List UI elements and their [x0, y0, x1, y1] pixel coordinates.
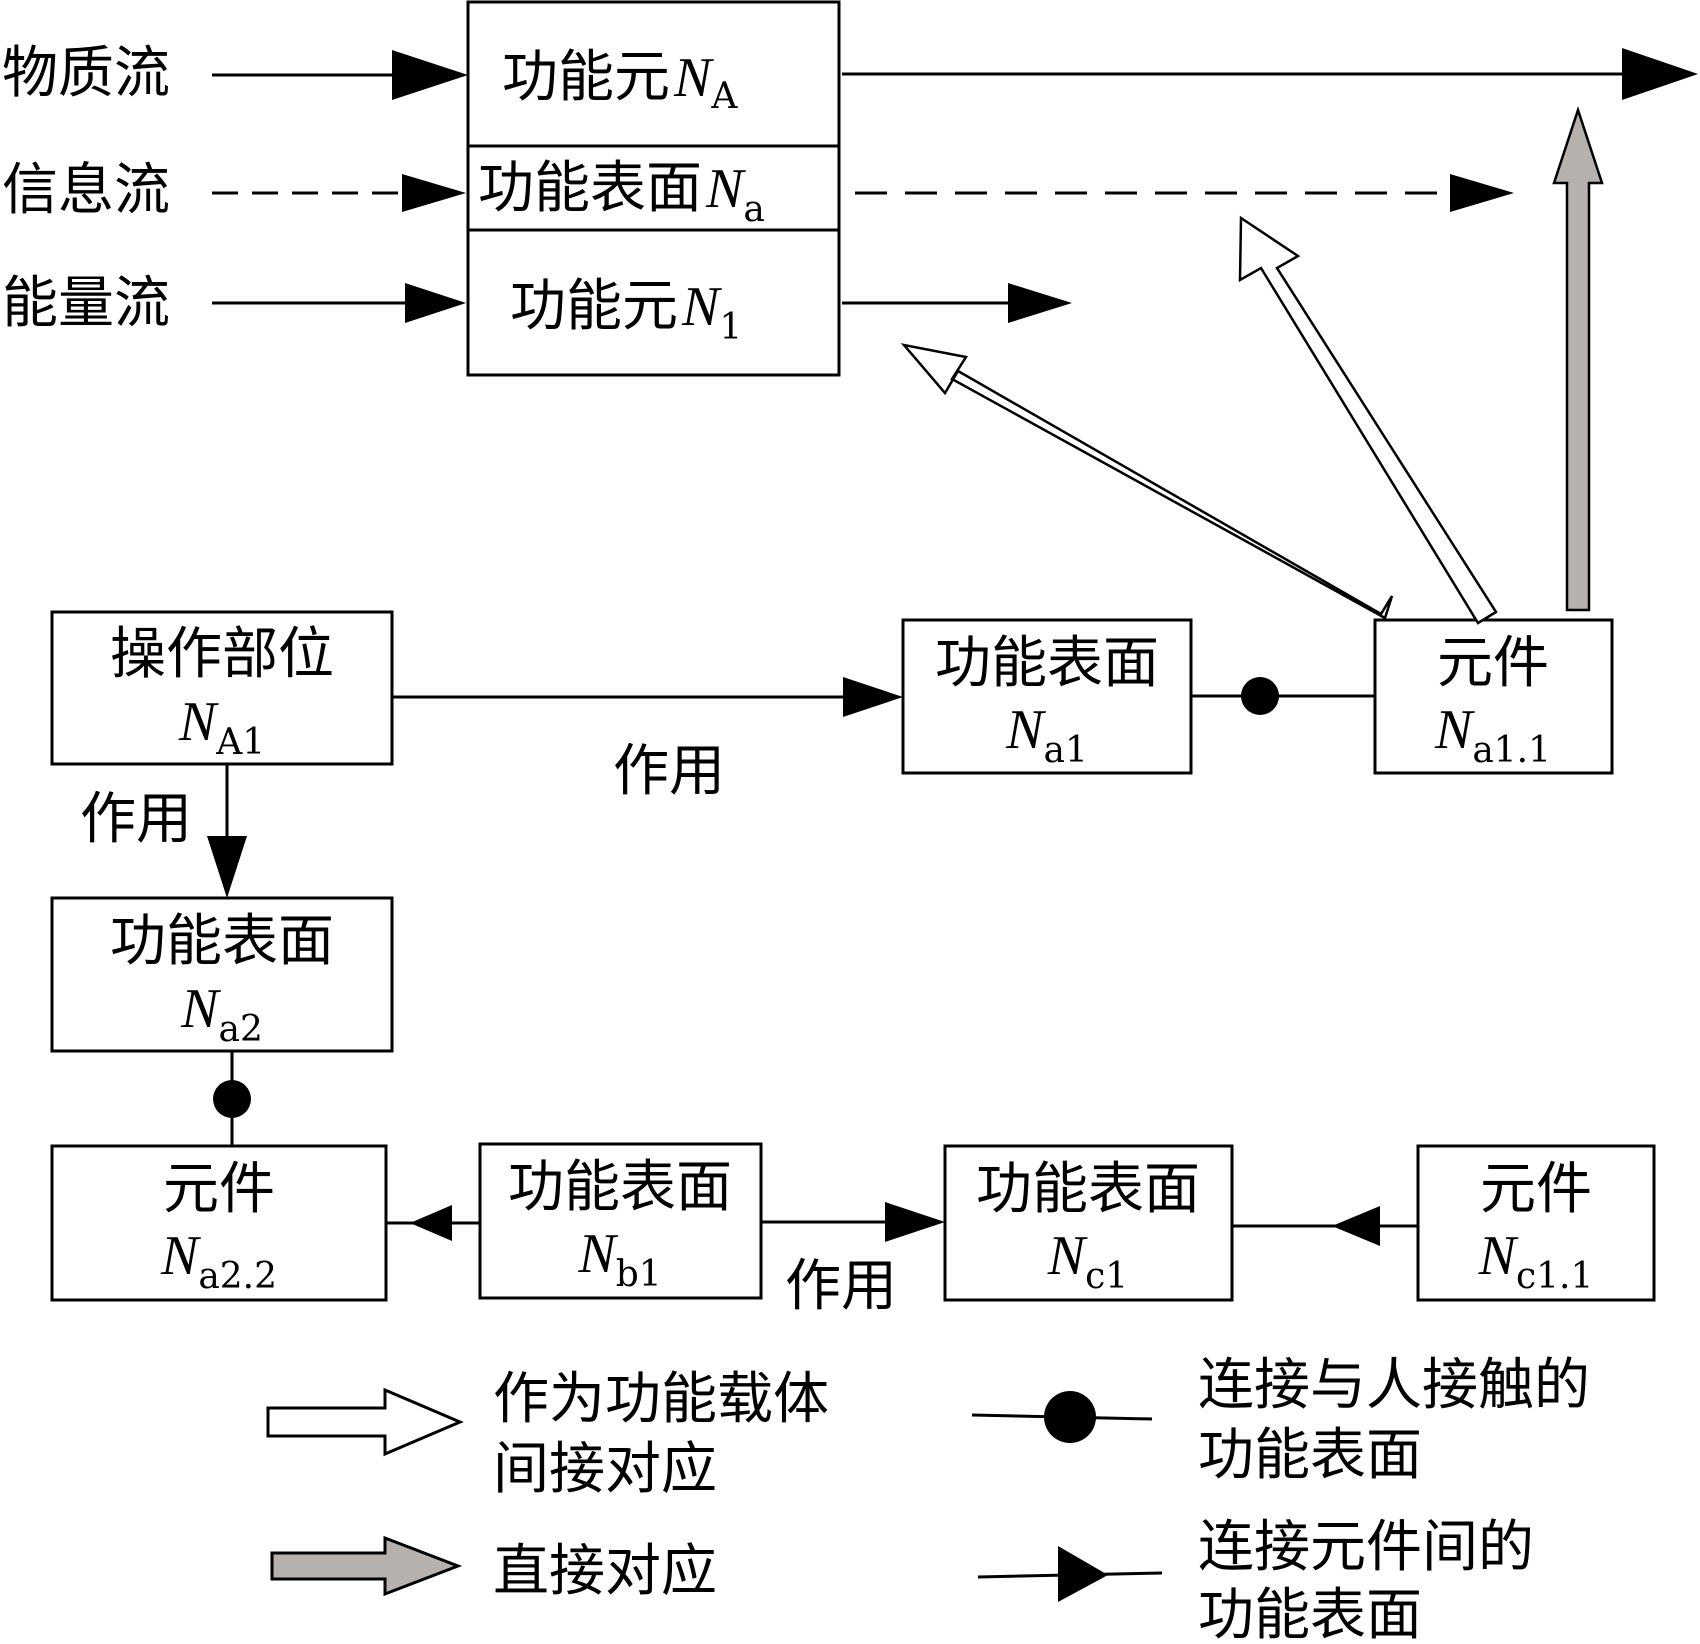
node-NA1-symbol: NA1 — [178, 691, 265, 763]
node-Na11-symbol: Na1.1 — [1434, 699, 1551, 771]
hollow-arrow-to-information — [1238, 215, 1498, 625]
dot-connector-Na2-Na22 — [213, 1051, 251, 1146]
node-Na1-symbol: Na1 — [1005, 699, 1088, 771]
node-Nc1-line1: 功能表面 — [976, 1157, 1200, 1222]
action-label-bottom: 作用 — [785, 1254, 897, 1319]
node-Na22-line1: 元件 — [163, 1157, 275, 1222]
legend-triangle-line2: 功能表面 — [1198, 1583, 1422, 1644]
energy-flow-out-arrow — [842, 283, 1072, 323]
legend-triangle-connector-icon — [977, 1546, 1163, 1602]
legend-hollow-line2: 间接对应 — [493, 1437, 717, 1502]
legend-gray-label: 直接对应 — [493, 1539, 717, 1604]
direct-arrow-to-material — [1552, 105, 1604, 612]
node-Na1-line1: 功能表面 — [935, 631, 1159, 696]
legend-dot-line1: 连接与人接触的 — [1198, 1353, 1590, 1418]
action-label-horizontal: 作用 — [613, 739, 725, 804]
dot-connector-Na1-Na11 — [1191, 677, 1375, 715]
material-flow-in-arrow — [212, 50, 468, 100]
hollow-arrow-to-energy — [900, 343, 1394, 620]
energy-flow-label: 能量流 — [2, 271, 170, 336]
node-Nc11-symbol: Nc1.1 — [1478, 1225, 1594, 1297]
legend-gray-arrow-icon — [270, 1535, 463, 1597]
node-Nc11-box — [1416, 1144, 1656, 1302]
node-Na1-box — [901, 618, 1193, 775]
function-unit-A-label: 功能元NA — [502, 45, 738, 117]
legend-dot-connector-icon — [971, 1391, 1153, 1443]
function-unit-A-box — [466, 0, 841, 148]
node-NA1-line1: 操作部位 — [110, 622, 334, 687]
function-surface-a-box — [466, 144, 841, 232]
material-flow-label: 物质流 — [2, 41, 170, 106]
legend-dot-line2: 功能表面 — [1198, 1423, 1422, 1488]
action-arrow-Nb1-to-Nc1 — [761, 1202, 945, 1242]
action-arrow-NA1-to-Na2 — [207, 764, 247, 898]
node-Na22-symbol: Na2.2 — [160, 1225, 277, 1297]
node-Nb1-line1: 功能表面 — [508, 1155, 732, 1220]
function-unit-1-box — [466, 228, 841, 377]
function-surface-a-label: 功能表面Na — [478, 156, 765, 230]
node-Nc1-box — [943, 1144, 1234, 1302]
information-flow-out-arrow — [855, 174, 1514, 212]
node-Na11-box — [1373, 618, 1614, 775]
node-NA1-box — [50, 610, 394, 766]
node-Na2-box — [50, 896, 394, 1053]
node-Na2-symbol: Na2 — [180, 978, 263, 1050]
action-arrow-NA1-to-Na1 — [392, 677, 903, 717]
node-Na11-line1: 元件 — [1437, 631, 1549, 696]
information-flow-in-arrow — [212, 174, 466, 212]
node-Nc1-symbol: Nc1 — [1047, 1225, 1128, 1297]
legend-hollow-line1: 作为功能载体 — [493, 1367, 829, 1432]
action-label-vertical: 作用 — [80, 787, 192, 852]
triangle-connector-Nb1-Na22 — [386, 1205, 480, 1241]
material-flow-out-arrow — [842, 48, 1698, 100]
node-Nb1-box — [478, 1142, 763, 1300]
energy-flow-in-arrow — [212, 283, 466, 323]
information-flow-label: 信息流 — [2, 158, 170, 223]
triangle-connector-Nc11-Nc1 — [1232, 1206, 1418, 1246]
node-Nb1-symbol: Nb1 — [577, 1223, 661, 1295]
legend-triangle-line1: 连接元件间的 — [1198, 1515, 1534, 1580]
node-Na22-box — [50, 1144, 388, 1302]
node-Na2-line1: 功能表面 — [110, 909, 334, 974]
legend-hollow-arrow-icon — [266, 1387, 464, 1457]
function-unit-1-label: 功能元N1 — [510, 274, 742, 348]
node-Nc11-line1: 元件 — [1480, 1157, 1592, 1222]
